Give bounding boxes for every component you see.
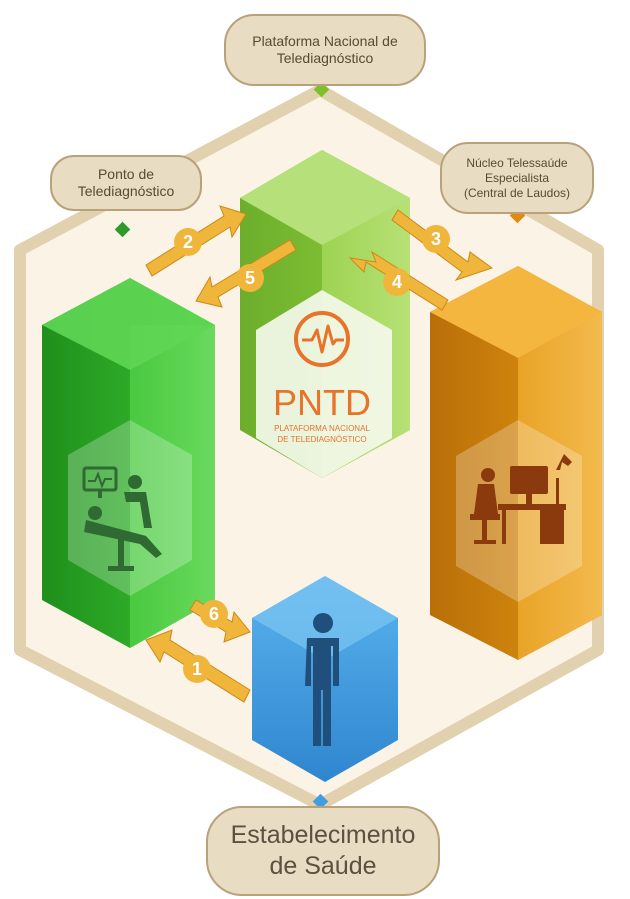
ecg-icon [294, 311, 350, 367]
patient-exam-icon [82, 466, 162, 571]
step-1-label: 1 [192, 659, 202, 679]
estabelecimento-prism [252, 576, 398, 782]
ponto-de-telediagnostico-label: Ponto de Telediagnóstico [50, 155, 202, 211]
pntd-subtitle-2: DE TELEDIAGNÓSTICO [277, 435, 366, 444]
plataforma-line-1: Plataforma Nacional de [252, 32, 398, 49]
plataforma-nacional-label: Plataforma Nacional de Telediagnóstico [224, 14, 426, 86]
nucleo-icon-hex [456, 420, 582, 602]
nucleo-line-2: Especialista [484, 170, 550, 185]
estabelecimento-de-saude-label: Estabelecimento de Saúde [206, 806, 440, 896]
ponto-icon-hex [68, 420, 192, 596]
pntd-subtitle-1: PLATAFORMA NACIONAL [274, 424, 370, 433]
estab-line-1: Estabelecimento [230, 820, 416, 849]
step-4: 4 [383, 268, 411, 296]
pntd-logo-hex [256, 290, 392, 478]
person-icon [305, 613, 339, 746]
pntd-prism: PNTD PLATAFORMA NACIONAL DE TELEDIAGNÓST… [240, 150, 410, 478]
step-5-label: 5 [245, 268, 255, 288]
step-6: 6 [200, 600, 228, 628]
step-3-label: 3 [431, 229, 441, 249]
nucleo-prism [430, 266, 602, 660]
doctor-desk-icon [470, 454, 572, 544]
step-3: 3 [422, 225, 450, 253]
step-4-label: 4 [392, 272, 402, 292]
ponto-line-1: Ponto de [97, 165, 155, 182]
nucleo-telessaude-label: Núcleo Telessaúde Especialista (Central … [440, 142, 594, 214]
step-6-label: 6 [209, 604, 219, 624]
nucleo-line-1: Núcleo Telessaúde [466, 155, 568, 170]
ponto-line-2: Telediagnóstico [77, 183, 175, 199]
plataforma-line-2: Telediagnóstico [276, 50, 374, 66]
nucleo-line-3: (Central de Laudos) [463, 185, 571, 200]
ponto-prism [42, 278, 215, 648]
estab-line-2: de Saúde [269, 852, 377, 880]
step-markers: 1 2 3 4 5 6 [174, 225, 450, 683]
step-2-label: 2 [183, 232, 193, 252]
pntd-title: PNTD [273, 382, 371, 423]
step-1: 1 [183, 655, 211, 683]
step-2: 2 [174, 228, 202, 256]
step-5: 5 [236, 264, 264, 292]
